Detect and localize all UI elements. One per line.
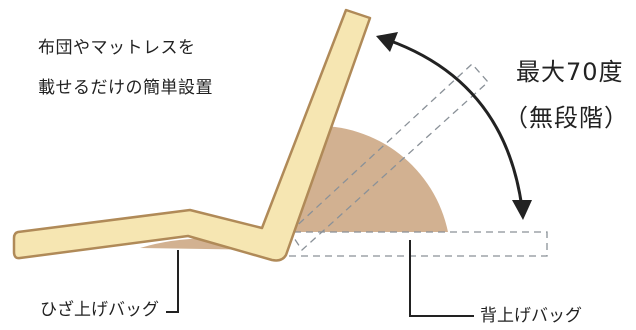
caption-line-1: 布団やマットレスを [38,38,196,58]
back-bag-leader [409,240,474,317]
flat-position-outline [281,231,548,257]
angle-arc [387,38,524,209]
caption-line-2: 載せるだけの簡単設置 [38,78,213,98]
arrowhead-bottom [512,200,532,220]
max-angle-label: 最大70度 [516,58,624,86]
mattress-shape [12,8,372,262]
back-bag-shape [290,125,448,232]
back-bag-label: 背上げバッグ [480,306,582,326]
arrowhead-top [376,32,398,52]
knee-bag-label: ひざ上げバッグ [40,300,159,320]
knee-bag-leader [166,250,179,313]
stepless-note: （無段階） [504,104,629,132]
raised-position-outline [289,63,489,251]
